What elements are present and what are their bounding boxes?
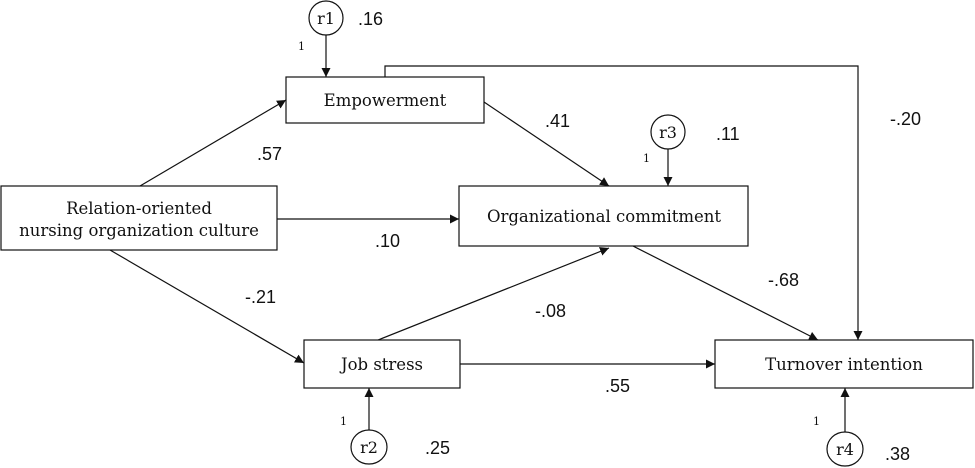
residual-r1-label: r1 xyxy=(317,9,335,28)
node-commitment: Organizational commitment xyxy=(458,185,749,247)
node-job-stress-label: Job stress xyxy=(339,355,423,374)
residual-r3-label: r3 xyxy=(659,123,677,142)
residual-r1-r2: .16 xyxy=(358,9,383,29)
residual-r3-weight: 1 xyxy=(643,152,650,165)
residual-r2: r2 1 .25 xyxy=(340,388,450,465)
node-turnover-label: Turnover intention xyxy=(765,355,923,374)
residual-r4-label: r4 xyxy=(836,440,854,459)
coef-empowerment-commitment: .41 xyxy=(545,111,570,131)
node-empowerment: Empowerment xyxy=(285,76,485,124)
node-empowerment-label: Empowerment xyxy=(324,91,447,110)
residual-r4-weight: 1 xyxy=(813,415,820,428)
residual-r1: r1 1 .16 xyxy=(298,0,383,77)
path-empowerment-commitment xyxy=(483,101,610,187)
coef-empowerment-turnover: -.20 xyxy=(890,109,921,129)
path-culture-empowerment xyxy=(139,99,287,187)
residual-r2-label: r2 xyxy=(360,438,378,457)
path-culture-jobstress xyxy=(109,249,305,364)
residual-r4-r2: .38 xyxy=(885,444,910,464)
residual-r1-weight: 1 xyxy=(298,40,305,53)
coef-culture-commitment: .10 xyxy=(375,231,400,251)
node-commitment-label: Organizational commitment xyxy=(487,207,721,226)
coef-culture-empowerment: .57 xyxy=(257,144,282,164)
node-job-stress: Job stress xyxy=(303,339,461,389)
path-commitment-turnover xyxy=(632,245,819,341)
coef-culture-jobstress: -.21 xyxy=(245,287,276,307)
path-empowerment-turnover xyxy=(384,65,863,340)
node-culture: Relation-oriented nursing organization c… xyxy=(0,185,278,251)
residual-r3: r3 1 .11 xyxy=(643,114,740,186)
node-turnover: Turnover intention xyxy=(714,339,974,389)
residual-r4: r4 1 .38 xyxy=(813,388,910,467)
coef-commitment-turnover: -.68 xyxy=(768,270,799,290)
coef-jobstress-turnover: .55 xyxy=(605,376,630,396)
residual-r2-r2: .25 xyxy=(425,438,450,458)
residual-r3-r2: .11 xyxy=(716,124,740,144)
residual-r2-weight: 1 xyxy=(340,415,347,428)
path-jobstress-commitment xyxy=(377,247,610,341)
node-culture-line2: nursing organization culture xyxy=(19,221,259,240)
node-culture-line1: Relation-oriented xyxy=(66,199,212,218)
coef-jobstress-commitment: -.08 xyxy=(535,301,566,321)
